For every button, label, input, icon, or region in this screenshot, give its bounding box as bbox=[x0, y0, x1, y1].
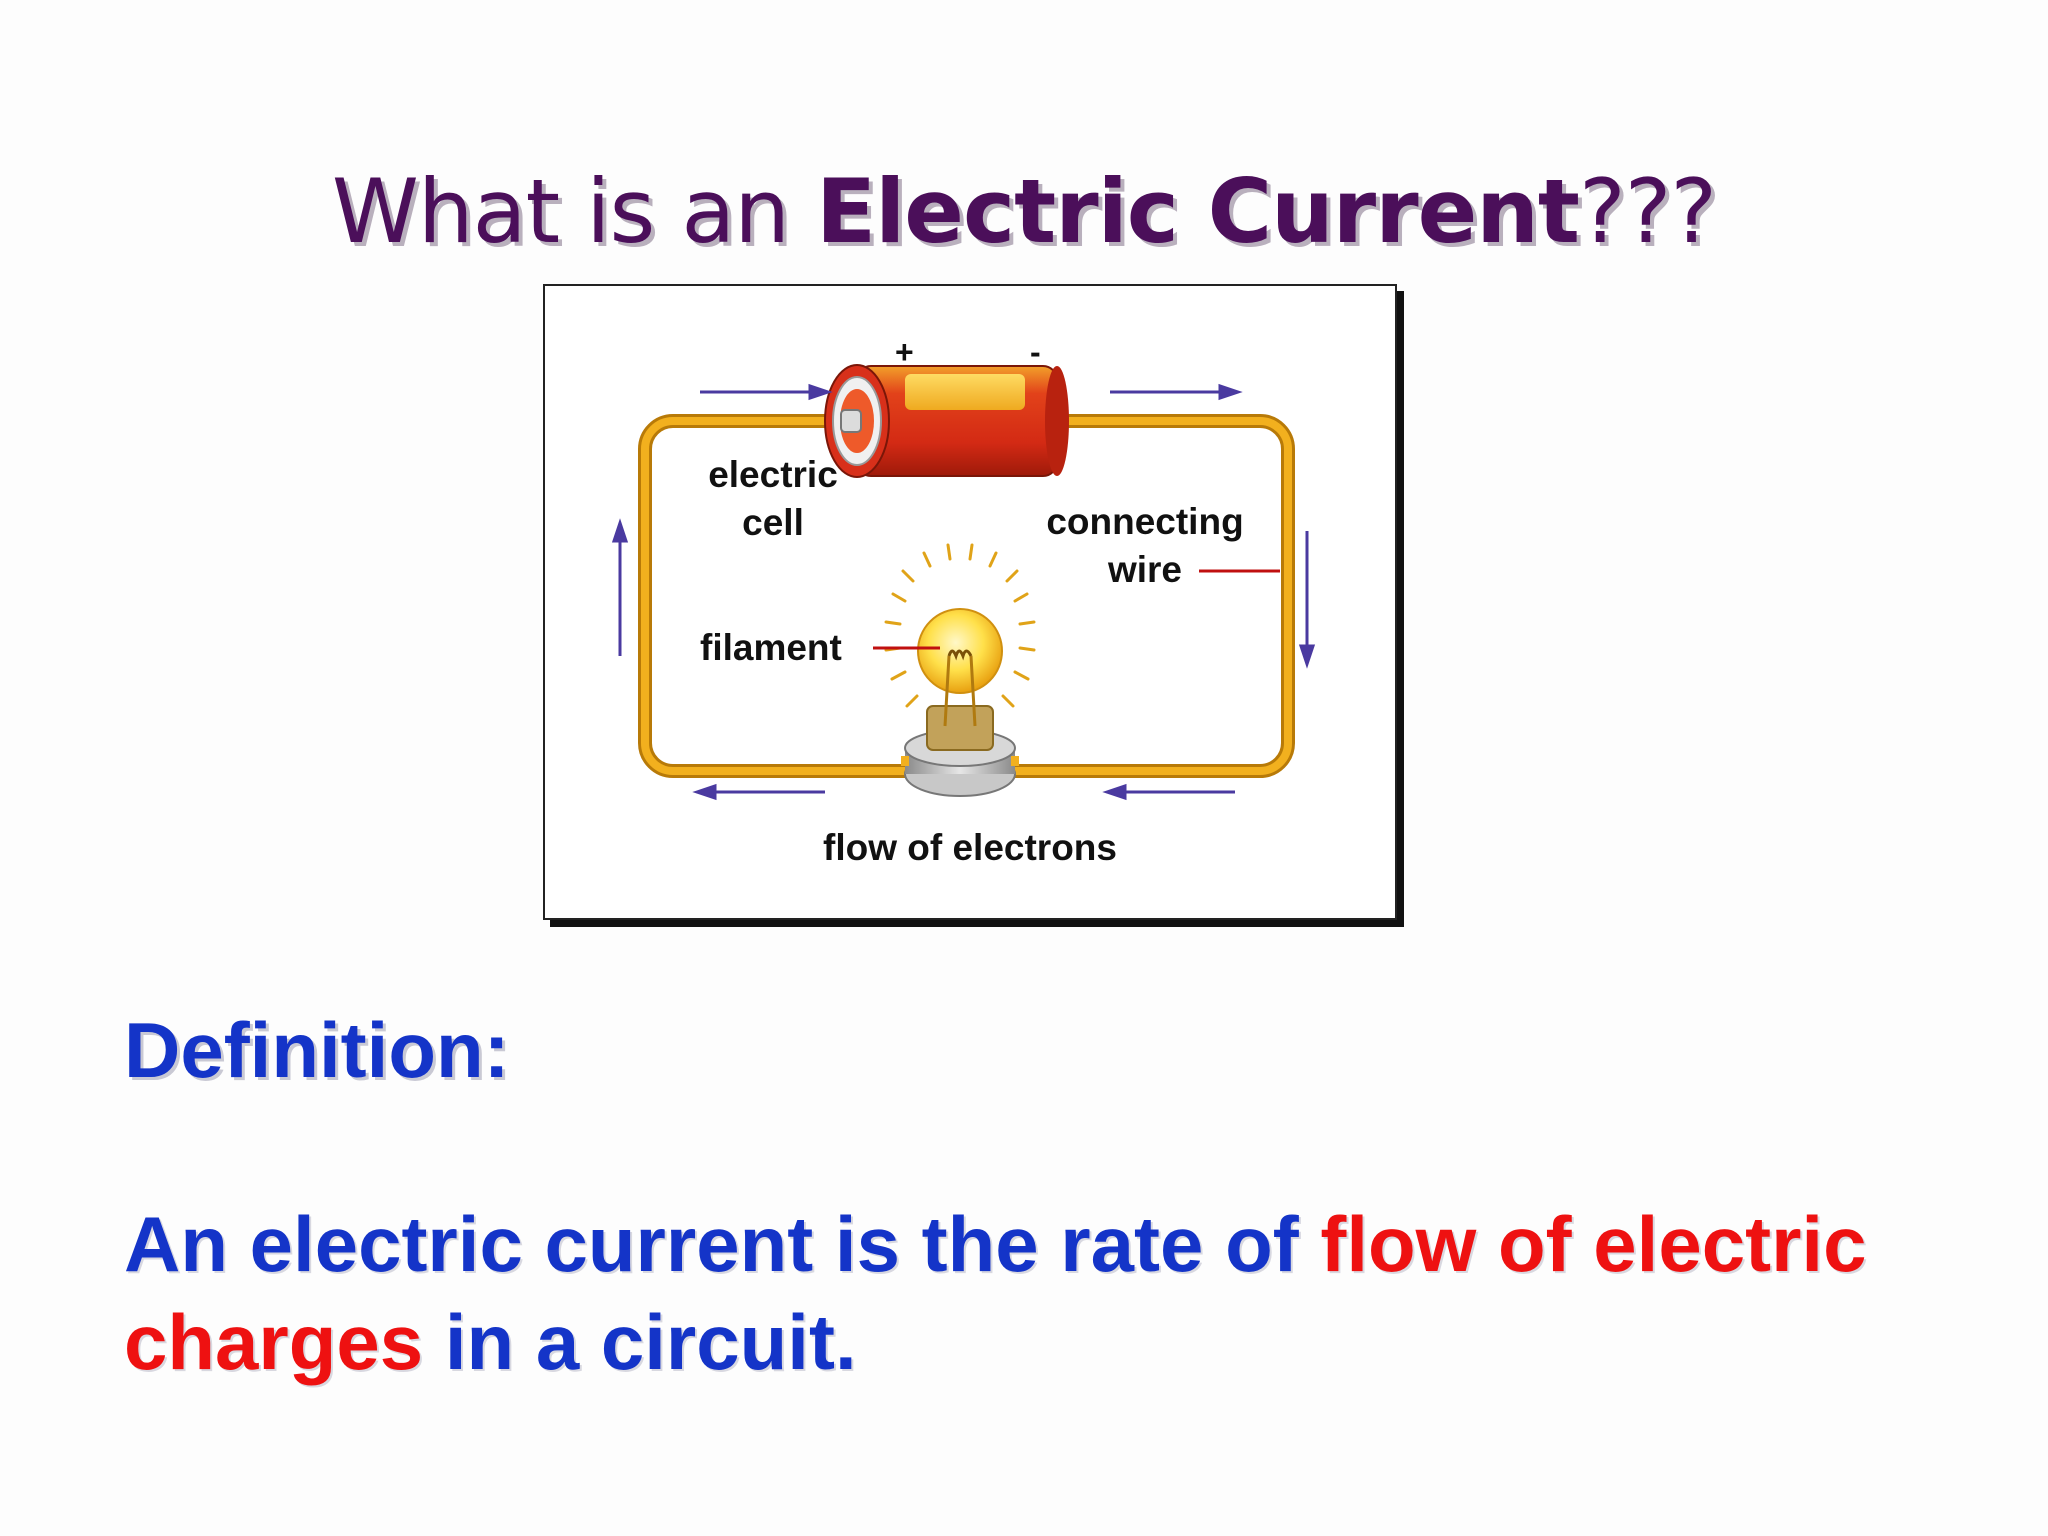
circuit-diagram-graphic bbox=[611, 364, 1316, 801]
electric-cell-label-line2: cell bbox=[742, 502, 804, 543]
definition-text: An electric current is the rate of flow … bbox=[124, 1195, 1984, 1391]
connecting-wire-label-line2: wire bbox=[1107, 549, 1183, 590]
definition-part-1: An electric current is the rate of bbox=[124, 1200, 1321, 1288]
definition-highlight-1: flow of electric bbox=[1320, 1200, 1867, 1288]
electric-cell-icon bbox=[824, 364, 1069, 478]
title-prefix: What is an bbox=[331, 160, 817, 263]
electric-cell-label-line1: electric bbox=[708, 454, 838, 495]
flow-of-electrons-label: flow of electrons bbox=[823, 827, 1117, 868]
connecting-wire-label-line1: connecting bbox=[1046, 501, 1244, 542]
glow-rays bbox=[884, 543, 1036, 708]
circuit-diagram: + - electric cell connecting wire filame… bbox=[543, 284, 1397, 920]
title-emphasis: Electric Current bbox=[816, 160, 1580, 263]
definition-line-1: An electric current is the rate of flow … bbox=[124, 1195, 1984, 1293]
electric-cell-label: electric cell bbox=[693, 451, 853, 547]
definition-line-2: charges in a circuit. bbox=[124, 1293, 1984, 1391]
plus-terminal-label: + bbox=[895, 334, 914, 370]
light-bulb-icon bbox=[901, 608, 1019, 797]
slide-title: What is an Electric Current??? bbox=[0, 160, 2048, 263]
connecting-wire-label: connecting wire bbox=[1025, 498, 1265, 594]
filament-label: filament bbox=[700, 627, 842, 668]
definition-highlight-2: charges bbox=[124, 1298, 424, 1386]
flow-arrows bbox=[611, 383, 1316, 801]
definition-heading: Definition: bbox=[124, 1006, 510, 1094]
minus-terminal-label: - bbox=[1030, 334, 1041, 370]
definition-part-4: in a circuit. bbox=[423, 1298, 857, 1386]
title-suffix: ??? bbox=[1579, 160, 1717, 263]
